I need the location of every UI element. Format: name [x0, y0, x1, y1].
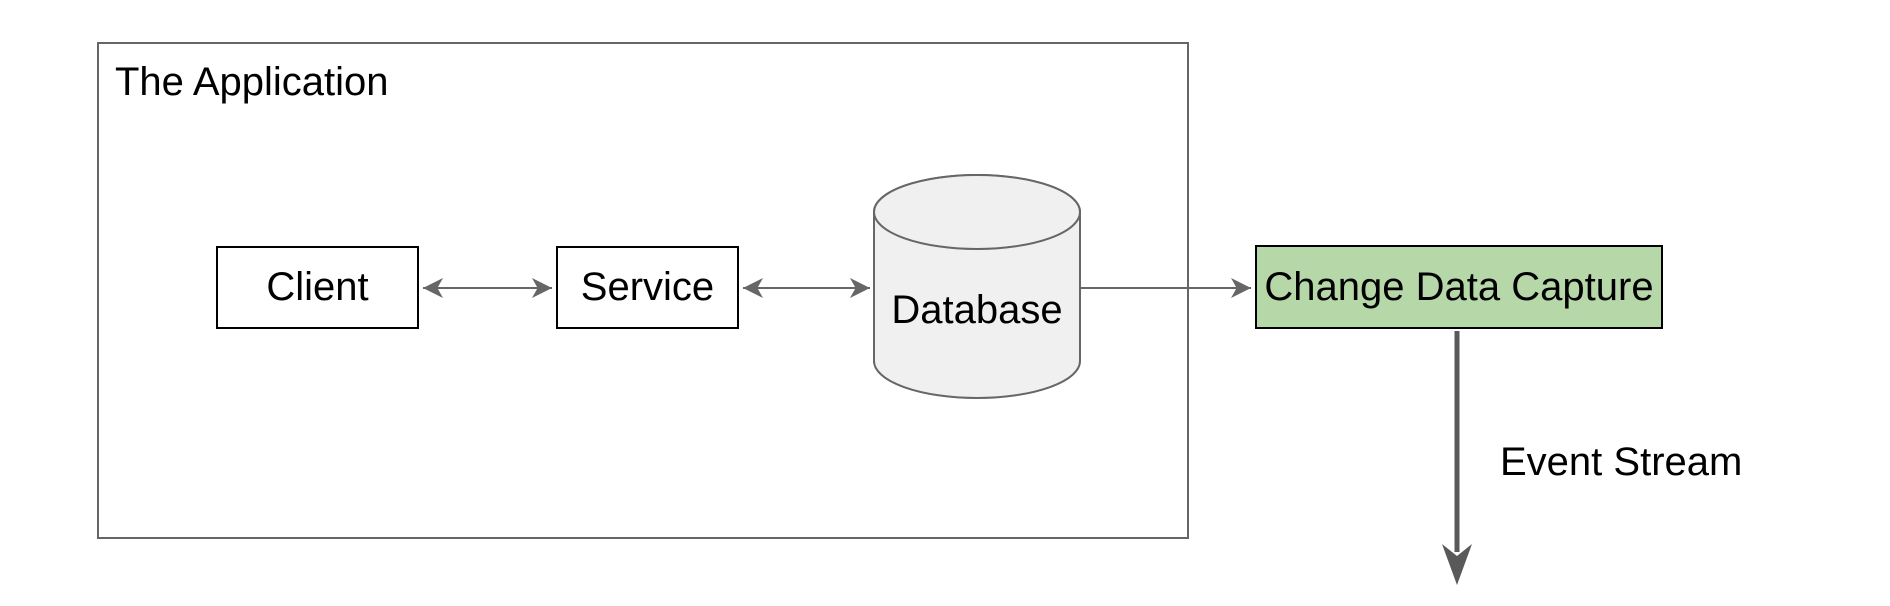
- down-arrowhead-icon: [1442, 544, 1472, 585]
- event-stream-label: Event Stream: [1500, 440, 1743, 484]
- node-client-label: Client: [266, 265, 369, 309]
- node-database-label: Database: [891, 288, 1063, 332]
- application-boundary-box: [97, 42, 1189, 539]
- node-service: Service: [556, 246, 739, 329]
- node-service-label: Service: [580, 265, 715, 309]
- node-change-data-capture: Change Data Capture: [1255, 245, 1663, 329]
- application-boundary-label: The Application: [115, 60, 389, 104]
- edge-cdc-event-stream: [1442, 331, 1472, 585]
- node-client: Client: [216, 246, 419, 329]
- node-change-data-capture-label: Change Data Capture: [1264, 264, 1654, 309]
